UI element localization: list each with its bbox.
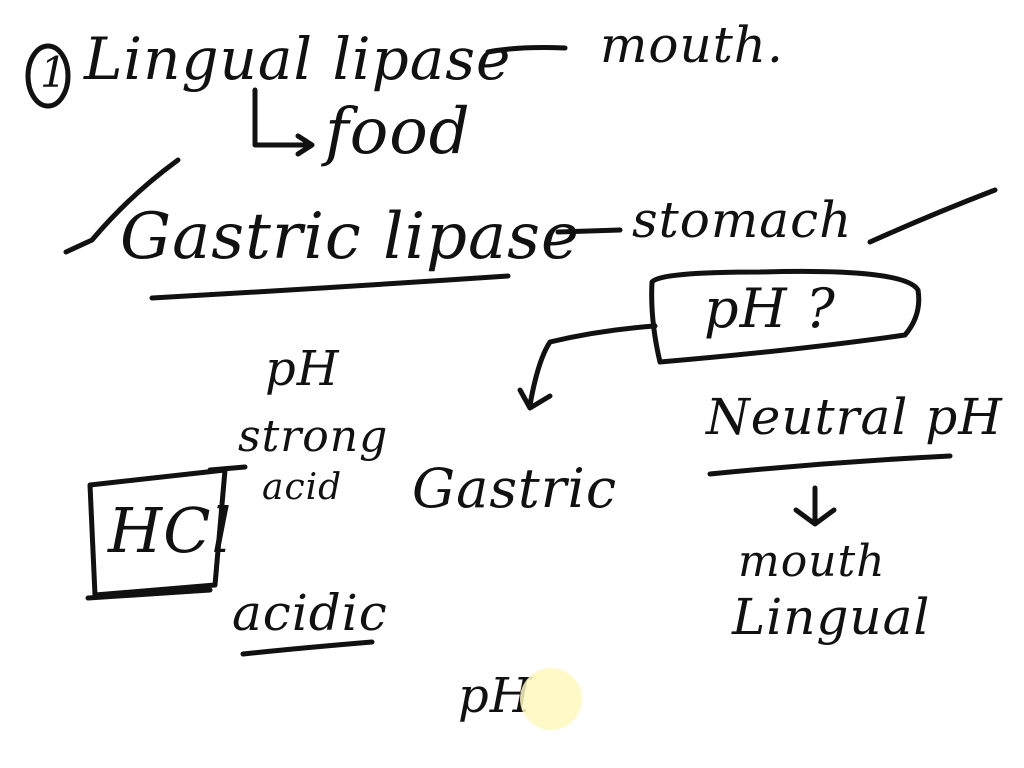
hcl-strong-connector bbox=[207, 464, 248, 473]
dash-gastric-stomach bbox=[555, 227, 623, 235]
strong-text: strong bbox=[238, 411, 389, 462]
arrow-box-to-gastric bbox=[517, 323, 658, 411]
underline-neutral-ph bbox=[707, 453, 953, 477]
stomach-tail-line bbox=[867, 187, 998, 245]
cursor-highlight bbox=[520, 668, 582, 730]
hcl-box-shadow bbox=[85, 587, 213, 601]
acidic-text: acidic bbox=[232, 584, 388, 642]
lingual-lipase-text: Lingual lipase bbox=[84, 25, 512, 93]
check-icon bbox=[63, 157, 181, 255]
stomach-text: stomach bbox=[632, 191, 853, 249]
mouth-top-text: mouth. bbox=[600, 16, 784, 74]
hcl-text: HCl bbox=[108, 494, 233, 567]
ph-bottom-text: pH bbox=[458, 668, 533, 724]
acid-text: acid bbox=[262, 467, 343, 508]
underline-gastric-lipase bbox=[149, 273, 511, 301]
hook-arrow-food bbox=[252, 87, 315, 157]
item-number-label: 1 bbox=[40, 48, 68, 97]
ph-question-text: pH ? bbox=[704, 277, 836, 340]
neutral-ph-text: Neutral pH bbox=[706, 388, 1003, 446]
mouth-bottom-text: mouth bbox=[738, 536, 886, 587]
item-number-circle bbox=[25, 43, 71, 109]
hcl-box bbox=[87, 467, 228, 598]
ph-question-box bbox=[649, 268, 922, 365]
ph-left-text: pH bbox=[265, 341, 340, 397]
lingual-text: Lingual bbox=[732, 588, 931, 646]
food-text: food bbox=[325, 95, 471, 169]
down-arrow-mouth bbox=[793, 485, 837, 527]
dash-lingual-mouth bbox=[485, 45, 568, 55]
gastric-lipase-text: Gastric lipase bbox=[120, 200, 580, 274]
underline-acidic bbox=[240, 639, 375, 657]
gastric-text: Gastric bbox=[412, 457, 618, 520]
